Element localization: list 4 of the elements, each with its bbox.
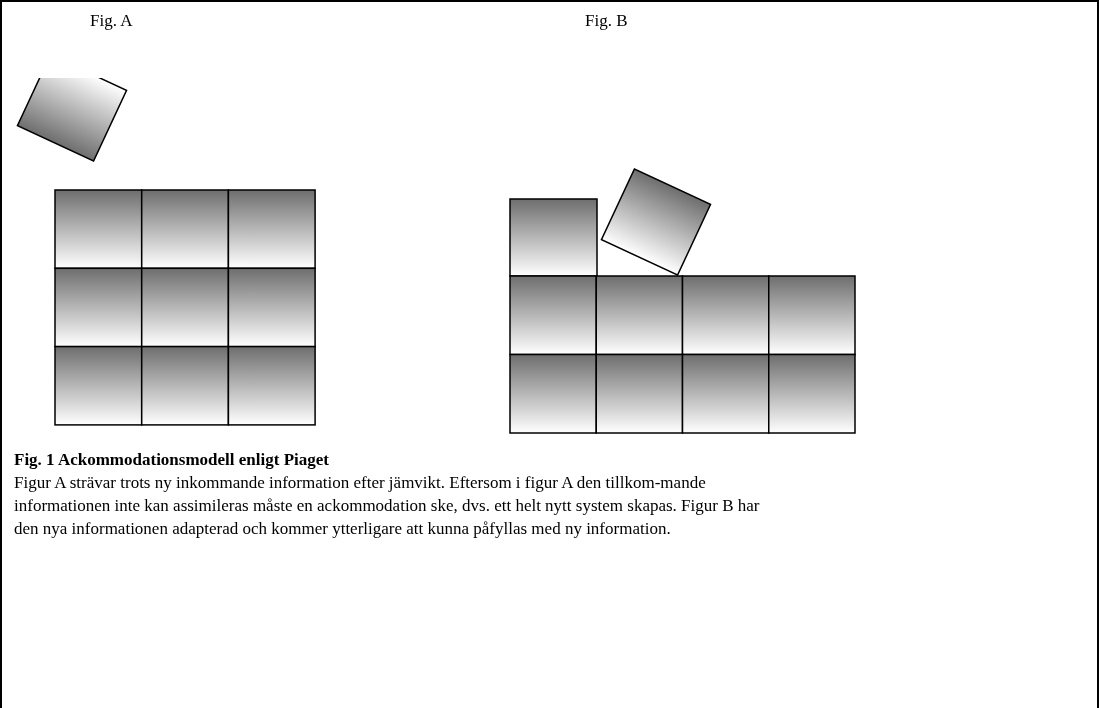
figure-caption: Figur A strävar trots ny inkommande information efter jämvikt. Eftersom i figur A den tillkom-mande informationen inte kan assimileras måste en ackommodation ske, dvs. ett helt nytt system skapas. Figur B har den nya informationen adapterad och kommer ytterligare att kunna påfyllas med ny information. [14,472,761,540]
figure-label: Fig. B [585,10,628,32]
figure-title: Fig. 1 Ackommodationsmodell enligt Piaget [14,449,329,471]
figure-label: Fig. A [90,10,133,32]
